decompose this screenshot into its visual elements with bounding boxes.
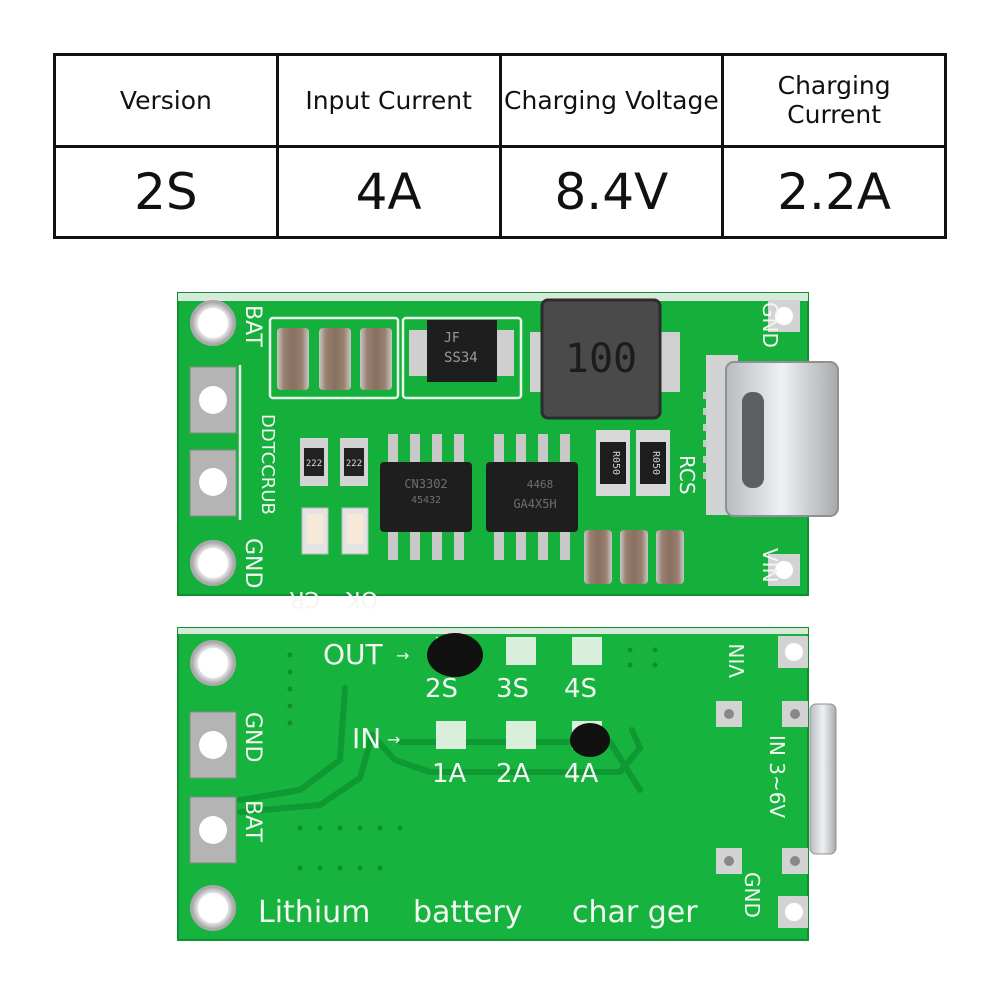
usb-c-rear	[809, 703, 837, 855]
top-silk-outline	[238, 316, 523, 520]
spec-value-row: 2S 4A 8.4V 2.2A	[53, 144, 947, 239]
top-label-ok: OK	[346, 586, 378, 611]
ic1-line2: 45432	[411, 495, 441, 506]
in-option-1a: 1A	[432, 759, 467, 789]
bottom-label-in-range: IN 3~6V	[765, 735, 789, 818]
ic-cn3302: CN3302 45432	[380, 434, 472, 560]
out-option-3s: 3S	[496, 674, 529, 704]
bottom-label-bat: BAT	[240, 800, 265, 842]
top-capacitors	[277, 328, 392, 390]
diode-ss34: JF SS34	[409, 320, 514, 382]
top-left-pads	[189, 300, 237, 586]
resistor-222-2-text: 222	[346, 459, 362, 469]
rcs1-text: R050	[610, 451, 621, 475]
diode-text: SS34	[444, 350, 478, 366]
top-label-gnd-left: GND	[240, 538, 265, 588]
resistor-222-1-text: 222	[306, 459, 322, 469]
rcs2-text: R050	[650, 451, 661, 475]
out-selector-pads	[427, 633, 602, 677]
footer-word-3: char ger	[572, 895, 698, 930]
label-in: IN	[352, 722, 381, 755]
status-leds	[301, 507, 369, 555]
diode-brand-text: JF	[444, 331, 460, 346]
top-label-vin: VIN	[758, 548, 782, 583]
bottom-left-pads	[189, 640, 237, 931]
header-charging-current: Charging Current	[721, 53, 947, 148]
spec-header-row: Version Input Current Charging Voltage C…	[53, 53, 947, 148]
in-selector-pads	[436, 721, 610, 757]
spec-table: Version Input Current Charging Voltage C…	[53, 53, 947, 239]
top-label-cr: CR	[289, 586, 320, 611]
usb-c-connector	[703, 355, 839, 517]
value-charging-current: 2.2A	[721, 144, 947, 239]
resistors-222: 222 222	[300, 438, 368, 486]
header-version: Version	[53, 53, 279, 148]
via-dots	[287, 647, 658, 871]
ic-4468: 4468 GA4X5H	[486, 434, 578, 560]
pcb-traces	[237, 685, 644, 815]
top-right-pads	[768, 300, 800, 586]
header-input-current: Input Current	[275, 53, 502, 148]
bottom-right-pads	[716, 636, 808, 928]
bottom-label-gnd: GND	[240, 712, 265, 762]
label-out: OUT	[323, 638, 384, 671]
ic2-line2: GA4X5H	[513, 497, 556, 511]
top-label-model: DDTCCRUB	[257, 414, 278, 515]
rcs-resistors: R050 R050	[596, 430, 670, 496]
in-arrow-icon: →	[387, 730, 400, 749]
top-label-bat: BAT	[240, 305, 265, 347]
out-option-4s: 4S	[564, 674, 597, 704]
footer-word-2: battery	[413, 895, 523, 930]
ic1-line1: CN3302	[404, 477, 447, 491]
footer-word-1: Lithium	[258, 895, 370, 930]
value-input-current: 4A	[275, 144, 502, 239]
top-label-rcs: RCS	[675, 455, 699, 495]
bottom-label-gnd-right: GND	[740, 872, 764, 918]
header-charging-voltage: Charging Voltage	[498, 53, 725, 148]
value-charging-voltage: 8.4V	[498, 144, 725, 239]
in-option-4a: 4A	[564, 759, 599, 789]
header-charging-current-text: Charging Current	[777, 71, 891, 130]
top-pcb-board: BAT DDTCCRUB GND CR OK JF SS34 100	[177, 292, 839, 611]
bottom-pcb-board: GND BAT OUT → 2S 3S 4S IN → 1A 2A 4A	[177, 627, 837, 941]
out-option-2s: 2S	[425, 674, 458, 704]
inductor-100: 100	[530, 298, 680, 420]
in-option-2a: 2A	[496, 759, 531, 789]
top-label-gnd-right: GND	[758, 302, 782, 348]
inductor-text: 100	[565, 336, 637, 382]
bottom-capacitors	[584, 530, 684, 584]
out-arrow-icon: →	[396, 646, 409, 665]
bottom-label-vin: VIN	[725, 643, 749, 678]
ic2-line1: 4468	[527, 478, 554, 491]
value-version: 2S	[53, 144, 279, 239]
